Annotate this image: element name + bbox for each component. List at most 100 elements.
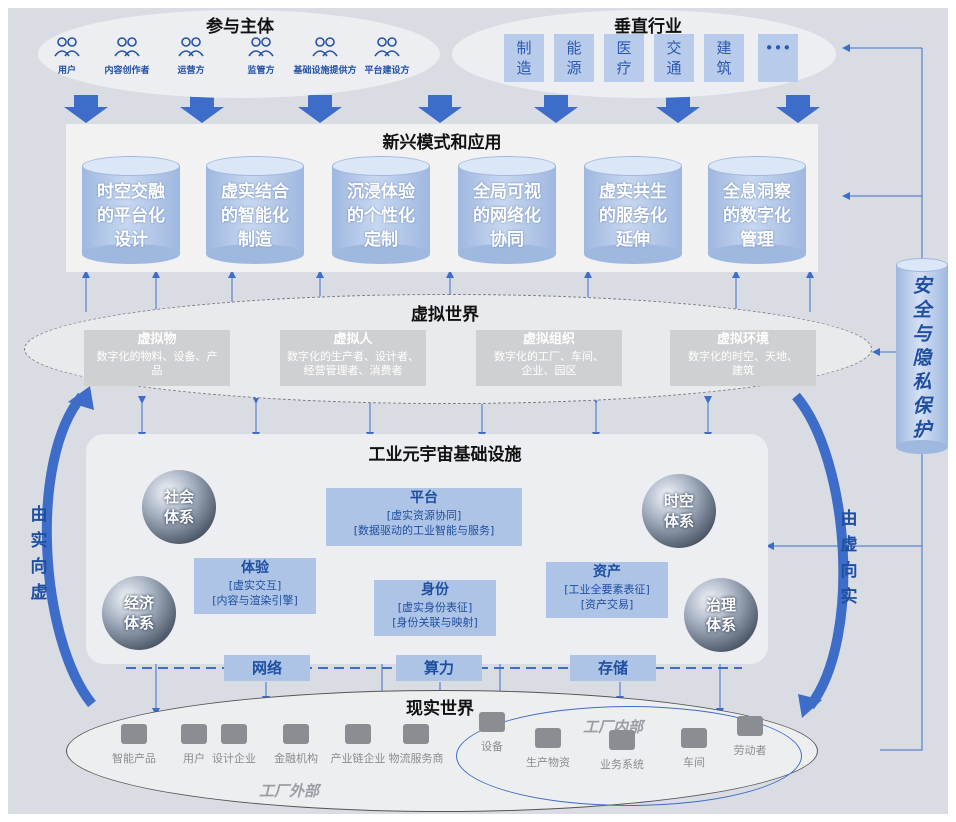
industry-line2: 疗 bbox=[616, 59, 632, 77]
industry-line1: 交 bbox=[666, 39, 682, 57]
entity-icon bbox=[326, 718, 390, 750]
network-label: 网络 bbox=[224, 655, 310, 681]
app-line: 虚实结合 bbox=[221, 182, 289, 202]
virtual-item-name: 虚拟组织 bbox=[522, 332, 575, 347]
identity-name: 身份 bbox=[421, 582, 449, 598]
industry-line1: 建 bbox=[716, 39, 732, 57]
app-text: 虚实共生的服务化延伸 bbox=[584, 180, 682, 252]
entity-icon bbox=[206, 718, 262, 750]
app-line: 的个性化 bbox=[347, 206, 415, 226]
app-line: 协同 bbox=[490, 230, 524, 250]
real-outside-2: 设计企业 bbox=[206, 718, 262, 766]
virtual-item-desc-2: 企业、园区 bbox=[521, 364, 577, 377]
economy-system-sphere: 经济体系 bbox=[102, 576, 176, 650]
participant-label: 运营方 bbox=[177, 66, 205, 76]
virtual-item-desc-2: 建筑 bbox=[732, 364, 754, 377]
participant-label: 内容创作者 bbox=[104, 66, 150, 76]
app-line: 延伸 bbox=[616, 230, 650, 250]
industry-tile-4: 建筑 bbox=[704, 34, 744, 82]
virtual-item-desc-1: 数字化的工厂、车间、 bbox=[494, 350, 604, 363]
real-outside-1: 用户 bbox=[166, 718, 222, 766]
virtual-item-2: 虚拟组织数字化的工厂、车间、企业、园区 bbox=[476, 330, 622, 386]
security-char: 保 bbox=[912, 395, 932, 417]
people-icon bbox=[290, 36, 360, 61]
virtual-item-desc-2: 经营管理者、消费者 bbox=[303, 364, 403, 377]
people-icon bbox=[226, 36, 296, 61]
app-line: 的平台化 bbox=[97, 206, 165, 226]
participant-label: 用户 bbox=[57, 66, 76, 76]
virtual-item-desc-1: 数字化的时空、天地、 bbox=[688, 350, 798, 363]
real-outside-label: 设计企业 bbox=[212, 752, 256, 765]
security-char: 安 bbox=[912, 275, 932, 297]
app-line: 管理 bbox=[740, 230, 774, 250]
app-cylinder-3: 全局可视的网络化协同 bbox=[458, 156, 556, 264]
identity-box: 身份 [虚实身份表征] [身份关联与映射] bbox=[374, 580, 496, 636]
virtual-world-title: 虚拟世界 bbox=[411, 305, 479, 325]
identity-desc-2: [身份关联与映射] bbox=[392, 616, 478, 629]
virtual-item-desc-1: 数字化的生产者、设计者、 bbox=[287, 350, 419, 363]
virtual-item-desc-2: 品 bbox=[151, 364, 163, 377]
entity-icon bbox=[384, 718, 448, 750]
real-inside-0: 设备 bbox=[462, 706, 522, 754]
real-inside-1: 生产物资 bbox=[518, 722, 578, 770]
platform-box: 平台 [虚实资源协同] [数据驱动的工业智能与服务] bbox=[326, 488, 522, 546]
participant-3: 监管方 bbox=[226, 36, 296, 76]
participant-label: 监管方 bbox=[247, 66, 275, 76]
app-line: 沉浸体验 bbox=[347, 182, 415, 202]
security-char: 隐 bbox=[912, 347, 932, 369]
participant-4: 基础设施提供方 bbox=[290, 36, 360, 76]
app-cylinder-2: 沉浸体验的个性化定制 bbox=[332, 156, 430, 264]
real-inside-label: 设备 bbox=[481, 740, 503, 753]
side-char: 虚 bbox=[840, 535, 858, 555]
security-char: 私 bbox=[912, 371, 932, 393]
participants-title: 参与主体 bbox=[206, 17, 274, 37]
compute-label: 算力 bbox=[396, 655, 482, 681]
platform-desc-2: [数据驱动的工业智能与服务] bbox=[353, 524, 495, 537]
real-outside-0: 智能产品 bbox=[106, 718, 162, 766]
infra-title: 工业元宇宙基础设施 bbox=[368, 445, 522, 465]
participant-0: 用户 bbox=[32, 36, 102, 76]
apps-title: 新兴模式和应用 bbox=[382, 133, 502, 153]
experience-box: 体验 [虚实交互] [内容与渲染引擎] bbox=[194, 558, 316, 614]
industry-tile-0: 制造 bbox=[504, 34, 544, 82]
entity-icon bbox=[664, 722, 724, 754]
app-line: 制造 bbox=[238, 230, 272, 250]
app-line: 虚实共生 bbox=[599, 182, 667, 202]
virtual-item-name: 虚拟环境 bbox=[716, 332, 769, 347]
industry-line1: 制 bbox=[516, 39, 532, 57]
real-inside-3: 车间 bbox=[664, 722, 724, 770]
real-outside-label: 产业链企业 bbox=[330, 752, 386, 765]
real-outside-label: 金融机构 bbox=[274, 752, 318, 765]
app-line: 的数字化 bbox=[723, 206, 791, 226]
entity-icon bbox=[518, 722, 578, 754]
people-icon bbox=[352, 36, 422, 61]
entity-icon bbox=[462, 706, 522, 738]
app-text: 沉浸体验的个性化定制 bbox=[332, 180, 430, 252]
entity-icon bbox=[592, 724, 652, 756]
experience-desc-1: [虚实交互] bbox=[228, 579, 282, 592]
platform-desc-1: [虚实资源协同] bbox=[386, 509, 462, 522]
down-arrows bbox=[64, 95, 820, 123]
security-char: 护 bbox=[912, 419, 932, 441]
industry-tile-5: ••• bbox=[758, 34, 798, 82]
industry-line1: 医 bbox=[616, 39, 632, 57]
platform-name: 平台 bbox=[410, 490, 438, 506]
real-outside-4: 产业链企业 bbox=[326, 718, 390, 766]
app-line: 全息洞察 bbox=[723, 182, 791, 202]
asset-desc-2: [资产交易] bbox=[580, 598, 634, 611]
real-inside-label: 车间 bbox=[683, 756, 705, 769]
app-line: 的服务化 bbox=[599, 206, 667, 226]
identity-desc-1: [虚实身份表征] bbox=[397, 601, 473, 614]
participant-label: 基础设施提供方 bbox=[293, 66, 357, 76]
asset-desc-1: [工业全要素表征] bbox=[564, 583, 650, 596]
side-char: 向 bbox=[30, 557, 48, 577]
real-outside-3: 金融机构 bbox=[268, 718, 324, 766]
people-icon bbox=[92, 36, 162, 61]
app-cylinder-0: 时空交融的平台化设计 bbox=[82, 156, 180, 264]
security-cylinder: 安全与隐私保护 bbox=[896, 258, 948, 454]
app-cylinder-5: 全息洞察的数字化管理 bbox=[708, 156, 806, 264]
app-text: 全息洞察的数字化管理 bbox=[708, 180, 806, 252]
entity-icon bbox=[166, 718, 222, 750]
app-line: 时空交融 bbox=[97, 182, 165, 202]
